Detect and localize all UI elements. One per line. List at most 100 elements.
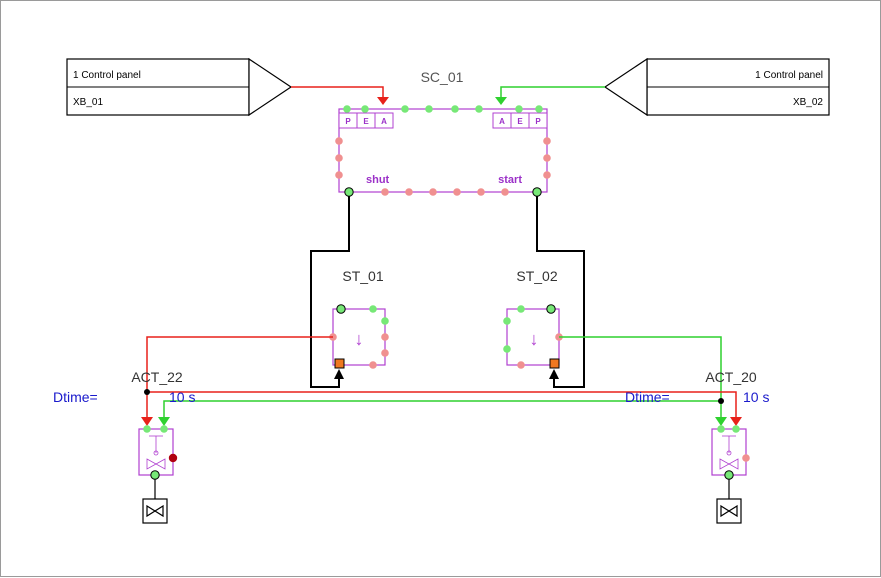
port-dot [335, 154, 343, 162]
port-dot [732, 425, 740, 433]
port-dot [143, 425, 151, 433]
port-dot [503, 345, 511, 353]
act20-title: ACT_20 [705, 369, 757, 385]
act22-output-port[interactable] [150, 470, 160, 480]
wire-red-cross [147, 391, 737, 421]
valve-icon [146, 435, 166, 470]
sc01-shut-label: shut [366, 174, 390, 186]
triangle-down-icon [141, 417, 153, 426]
port-dot [401, 105, 409, 113]
port-dot [477, 188, 485, 196]
arrow-down-icon: ↓ [355, 329, 364, 349]
port-dot [336, 304, 346, 314]
connector-left[interactable]: 1 Control panel XB_01 [66, 57, 293, 117]
port-dot [546, 304, 556, 314]
valve-wing [727, 504, 738, 518]
triangle-down-icon [730, 417, 742, 426]
port-label: A [499, 117, 505, 126]
wire-start-to-st02 [536, 196, 585, 388]
act20-dtime-label: Dtime= [625, 389, 670, 405]
act20-output-port[interactable] [724, 470, 734, 480]
sc01-title: SC_01 [421, 69, 464, 85]
port-dot [160, 425, 168, 433]
sc01-frame [338, 108, 548, 193]
act22-title: ACT_22 [131, 369, 183, 385]
port-dot [742, 454, 750, 462]
sc01-start-label: start [498, 174, 522, 186]
port-dot [361, 105, 369, 113]
act22-dtime-value[interactable]: 10 s [169, 389, 195, 405]
port-dot [543, 154, 551, 162]
port-cell [528, 112, 548, 129]
st02-title: ST_02 [516, 268, 557, 284]
port-dot [517, 305, 525, 313]
port-dot [543, 171, 551, 179]
port-dot [405, 188, 413, 196]
st01-title: ST_01 [342, 268, 383, 284]
valve-icon [719, 435, 739, 470]
port-dot [335, 137, 343, 145]
connector-left-ref: XB_01 [73, 97, 103, 108]
port-label: E [363, 117, 369, 126]
port-label: P [345, 117, 351, 126]
wire-xb01-to-sc [500, 86, 605, 101]
triangle-up-icon [549, 369, 559, 379]
port-label: E [517, 117, 523, 126]
bowtie-valve-icon[interactable] [716, 498, 742, 524]
connector-right-title: 1 Control panel [755, 70, 823, 81]
wire-shut-to-st01 [310, 196, 350, 388]
port-cell [374, 112, 394, 129]
act22-dtime-label: Dtime= [53, 389, 98, 405]
port-dot [451, 105, 459, 113]
wire-green-cross [163, 400, 721, 421]
act20-block[interactable]: ACT_20 Dtime= 10 s [625, 369, 769, 524]
st01-block[interactable]: ST_01 ↓ [329, 268, 389, 369]
port-dot [453, 188, 461, 196]
triangle-down-icon [495, 97, 507, 105]
triangle-down-icon [377, 97, 389, 105]
port-dot [425, 105, 433, 113]
port-dot [335, 171, 343, 179]
junction-dot [718, 398, 724, 404]
port-dot [369, 361, 377, 369]
act22-block[interactable]: ACT_22 Dtime= 10 s [53, 369, 195, 524]
sc01-block[interactable]: SC_01 P E A A E P shut start [335, 69, 551, 197]
valve-wing [153, 504, 164, 518]
bowtie-valve-icon[interactable] [142, 498, 168, 524]
act22-fault-dot [168, 453, 178, 463]
sc01-shut-port[interactable] [344, 187, 354, 197]
port-dot [381, 349, 389, 357]
triangle-down-icon [158, 417, 170, 426]
port-dot [515, 105, 523, 113]
junction-dot [144, 389, 150, 395]
connector-right-arrow-icon [603, 57, 648, 117]
wire-st02-to-act20 [559, 336, 722, 421]
act20-dtime-value[interactable]: 10 s [743, 389, 769, 405]
port-dot [429, 188, 437, 196]
arrow-down-icon: ↓ [530, 329, 539, 349]
st02-block[interactable]: ST_02 ↓ [503, 268, 563, 369]
port-dot [535, 105, 543, 113]
port-label: P [535, 117, 541, 126]
wire-xb02-to-sc [291, 86, 384, 101]
valve-wing [146, 504, 157, 518]
st02-input-port[interactable] [549, 358, 560, 369]
sc01-start-port[interactable] [532, 187, 542, 197]
port-dot [543, 137, 551, 145]
port-dot [475, 105, 483, 113]
port-label: A [381, 117, 387, 126]
connector-right-ref: XB_02 [793, 97, 823, 108]
port-dot [501, 188, 509, 196]
triangle-up-icon [334, 369, 344, 379]
connector-right[interactable]: 1 Control panel XB_02 [603, 57, 830, 117]
port-dot [369, 305, 377, 313]
triangle-down-icon [715, 417, 727, 426]
valve-wing [720, 504, 731, 518]
port-dot [503, 317, 511, 325]
connector-left-title: 1 Control panel [73, 70, 141, 81]
connector-left-arrow-icon [248, 57, 293, 117]
st01-input-port[interactable] [334, 358, 345, 369]
port-dot [381, 333, 389, 341]
